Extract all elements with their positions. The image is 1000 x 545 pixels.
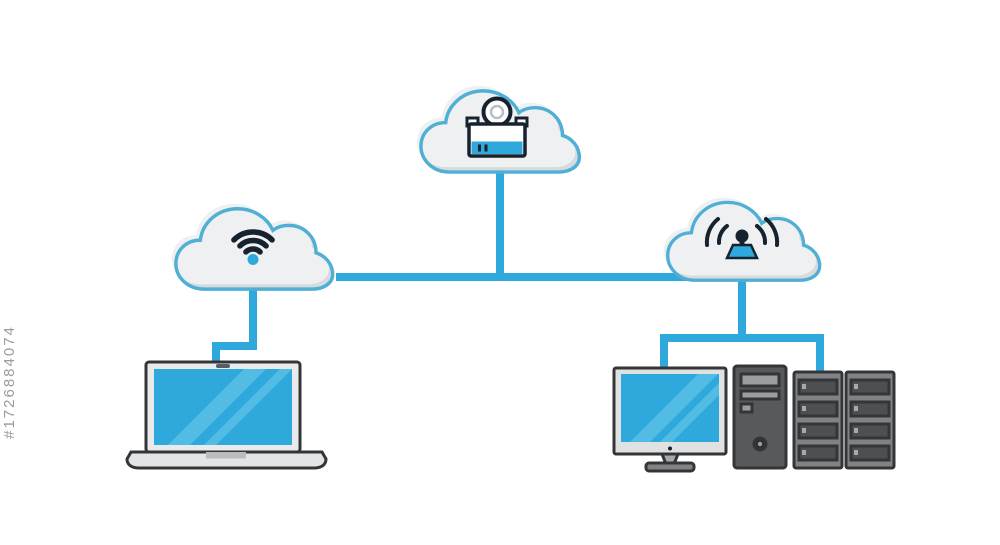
- server-led: [802, 406, 806, 411]
- antenna-dome: [735, 229, 749, 243]
- antenna-wave-left-inner: [717, 224, 729, 245]
- tower-power-button-inner: [757, 441, 763, 447]
- cloud-antenna-node: [663, 197, 822, 282]
- sheen-band: [660, 383, 719, 442]
- server-slat: [849, 400, 891, 418]
- server-chassis: [844, 370, 896, 470]
- server-led: [854, 384, 858, 389]
- wifi-arc-outer: [231, 229, 275, 243]
- monitor-screen-sheen: [630, 374, 719, 442]
- camera-lens-inner: [489, 104, 505, 120]
- camera-blue-stripe: [471, 141, 523, 154]
- cloud-highlight-layer: [171, 203, 329, 285]
- server-slats: [797, 378, 839, 462]
- laptop-icon: [125, 360, 328, 470]
- sheen-band: [204, 369, 292, 445]
- antenna-wave-left-outer: [704, 217, 720, 247]
- server-slat: [849, 444, 891, 462]
- tower-switch: [739, 402, 754, 414]
- sheen-band: [168, 369, 266, 445]
- camera-icon: [465, 96, 529, 158]
- server-led: [854, 428, 858, 433]
- monitor: [612, 366, 728, 473]
- server-slat: [797, 422, 839, 440]
- cloud-wifi-node: [171, 203, 335, 291]
- laptop-screen-sheen: [168, 369, 292, 445]
- server-led: [802, 384, 806, 389]
- antenna-pedestal: [725, 243, 759, 260]
- server-unit-2: [844, 370, 896, 470]
- tower-drive-bay-1: [739, 372, 781, 388]
- monitor-stand-base: [644, 461, 696, 473]
- wifi-dot: [247, 254, 259, 265]
- antenna-icon: [704, 217, 780, 260]
- camera-stripe-tick-2: [484, 144, 488, 152]
- connector-right-t-split: [660, 334, 824, 378]
- server-led: [854, 406, 858, 411]
- laptop-base: [125, 450, 328, 470]
- server-slat: [797, 378, 839, 396]
- tower-drive-bay-2: [739, 389, 781, 401]
- camera-stripe-tick-1: [478, 144, 481, 152]
- camera-lens-ring: [481, 96, 513, 128]
- sheen-band: [630, 374, 718, 442]
- server-unit-1: [792, 370, 844, 470]
- antenna-wave-right-inner: [755, 224, 767, 245]
- wifi-icon: [231, 229, 275, 265]
- desktop-and-server-icon: [612, 364, 896, 473]
- server-slat: [797, 444, 839, 462]
- stock-watermark-id: #1726884074: [1, 325, 18, 439]
- wifi-arc-inner: [243, 246, 263, 255]
- server-led: [854, 450, 858, 455]
- server-slat: [849, 422, 891, 440]
- server-slats: [849, 378, 891, 462]
- server-slat: [797, 400, 839, 418]
- antenna-stem: [739, 239, 745, 246]
- server-led: [802, 428, 806, 433]
- server-rack: [792, 370, 896, 470]
- server-chassis: [792, 370, 844, 470]
- monitor-power-led: [668, 446, 672, 451]
- computer-tower: [732, 364, 788, 470]
- server-slat: [849, 378, 891, 396]
- server-led: [802, 450, 806, 455]
- connector-left-cloud-to-laptop: [212, 270, 257, 366]
- laptop-webcam: [216, 364, 230, 368]
- laptop-hinge-notch: [206, 452, 246, 459]
- wifi-arc-middle: [237, 237, 269, 249]
- antenna-wave-right-outer: [764, 217, 780, 247]
- cloud-camera-node: [416, 85, 582, 174]
